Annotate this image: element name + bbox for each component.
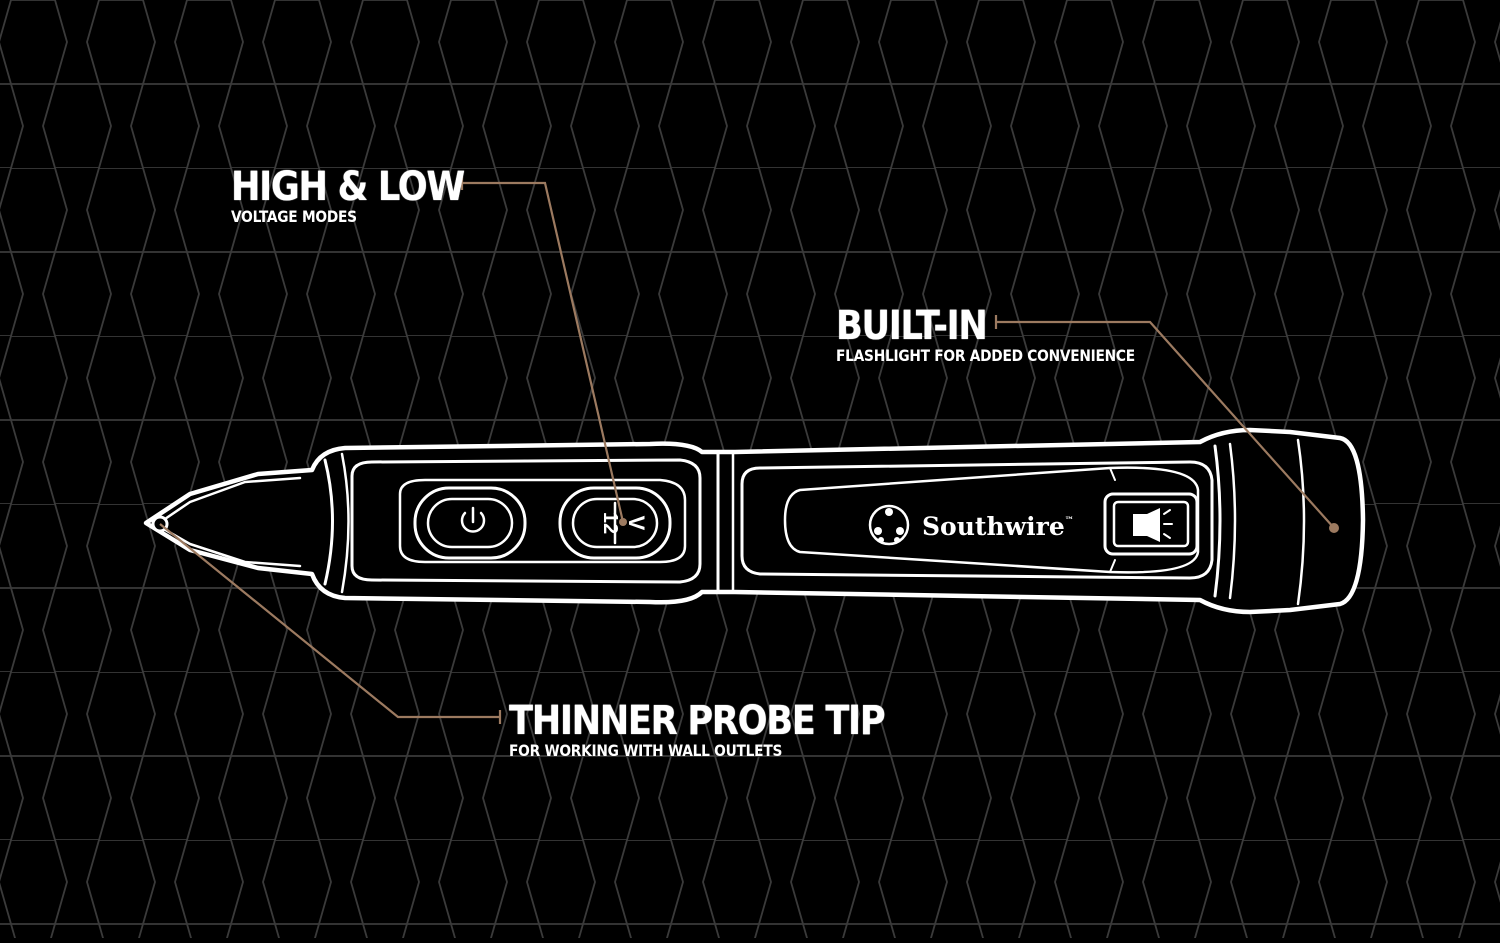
clip-panel — [740, 460, 1214, 580]
leader-lines — [159, 176, 1335, 724]
power-button[interactable] — [413, 486, 527, 560]
voltage-tester-device — [143, 427, 1366, 615]
button-panel — [350, 458, 702, 584]
rear-cap — [1213, 444, 1222, 598]
callout-built-in: BUILT-IN FLASHLIGHT FOR ADDED CONVENIENC… — [836, 306, 1184, 365]
callout-built-in-title: BUILT-IN — [836, 303, 988, 349]
voltage-mode-button[interactable] — [558, 486, 672, 560]
mode-button-label-12: 12 — [599, 512, 621, 534]
leader-high-low-end — [619, 518, 627, 526]
leader-high-low — [462, 181, 625, 523]
callout-high-low-subtitle: VOLTAGE MODES — [231, 207, 357, 226]
front-collar — [323, 458, 334, 586]
brand-name: Southwire™ — [922, 512, 1074, 541]
southwire-logo-icon — [868, 504, 910, 546]
callout-probe-tip-title: THINNER PROBE TIP — [509, 698, 886, 744]
leader-probe-tip — [159, 523, 500, 719]
flashlight-button[interactable] — [1103, 492, 1199, 556]
mode-button-label-v: V — [624, 516, 649, 531]
callout-built-in-subtitle: FLASHLIGHT FOR ADDED CONVENIENCE — [836, 346, 1135, 365]
leader-built-in — [996, 320, 1335, 529]
callout-high-low-title: HIGH & LOW — [231, 164, 465, 210]
power-icon — [460, 506, 486, 533]
probe-tip-detail — [160, 476, 302, 523]
callout-probe-tip-subtitle: FOR WORKING WITH WALL OUTLETS — [509, 741, 783, 760]
flashlight-icon — [1133, 508, 1173, 542]
device-outer-outline — [143, 427, 1366, 615]
callout-probe-tip: THINNER PROBE TIP FOR WORKING WITH WALL … — [509, 701, 936, 760]
callout-high-low: HIGH & LOW VOLTAGE MODES — [231, 167, 496, 226]
